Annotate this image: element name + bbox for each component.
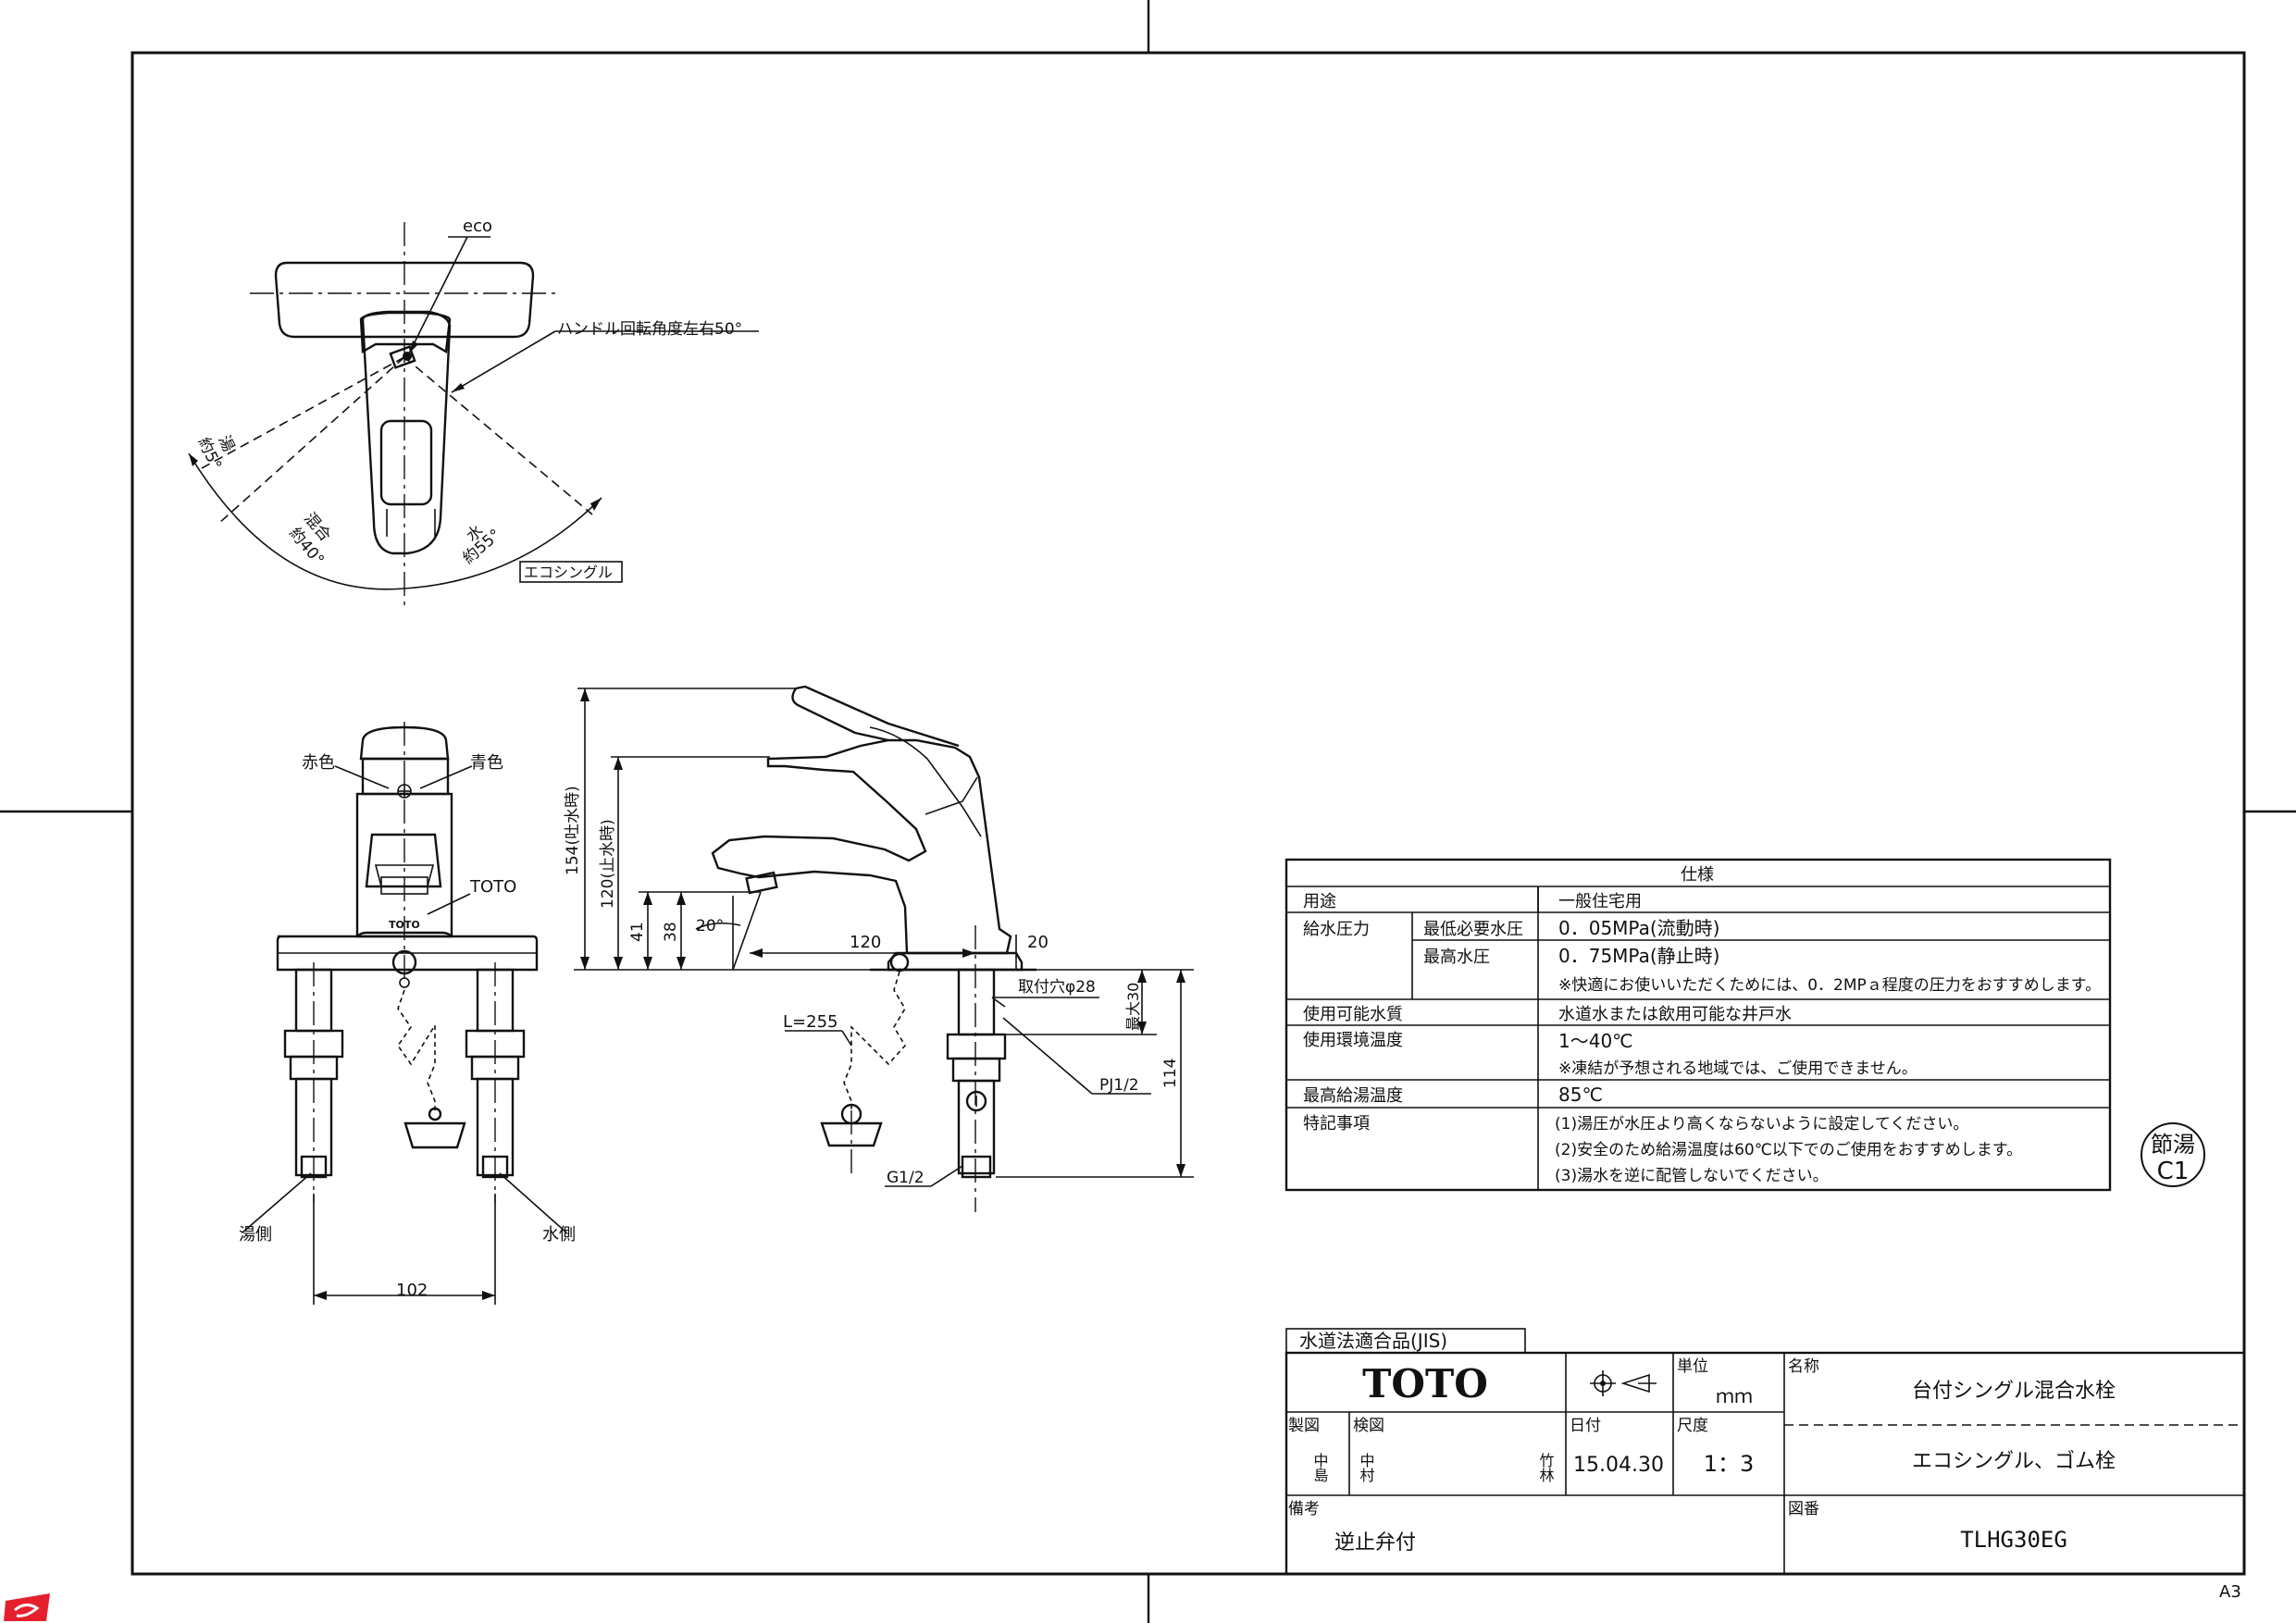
name-label: 名称 [1788,1357,1819,1376]
jis-label: 水道法適合品(JIS) [1299,1330,1447,1352]
dim-154: 154(吐水時) [564,786,582,875]
red-color-label: 赤色 [302,753,335,773]
scale-label: 尺度 [1677,1417,1708,1435]
title-logo: TOTO [1362,1361,1488,1406]
date-value: 15.04.30 [1573,1454,1664,1477]
front-view [242,722,567,1305]
date-label: 日付 [1570,1417,1601,1435]
title-block [1285,1328,2246,1576]
blue-color-label: 青色 [470,753,503,773]
remarks-value: 逆止弁付 [1334,1531,1416,1555]
water-saving-stamp [2141,1122,2205,1187]
cold-side-label: 水側 [542,1225,576,1245]
checked-value-1: 中村 [1358,1453,1375,1482]
dim-120-vertical: 120(止水時) [599,819,617,909]
dim-20: 20 [1027,933,1049,952]
spec-row-1-label: 給水圧力 [1303,920,1370,939]
chain-length-label: L=255 [783,1012,838,1032]
spec-row-6-note2: (3)湯水を逆に配管しないでください。 [1555,1167,1829,1185]
dim-114: 114 [1161,1059,1180,1088]
brand-mark-icon [4,1593,50,1621]
name-line1: 台付シングル混合水栓 [1912,1380,2116,1403]
max-30-label: 最大30 [1124,983,1142,1031]
checked-value-2: 竹林 [1537,1453,1555,1482]
spec-row-4-value: 1～40℃ [1558,1030,1633,1052]
front-logo: TOTO [389,919,420,931]
checked-label: 検図 [1353,1417,1384,1435]
scale-value: 1：3 [1704,1451,1755,1477]
side-view [574,685,1194,1212]
spec-row-1-sub: 最低必要水圧 [1423,920,1523,939]
dim-41: 41 [628,922,647,942]
hole-label: 取付穴φ28 [1018,978,1096,997]
paper-size: A3 [2219,1582,2241,1602]
drawing-no-value: TLHG30EG [1960,1527,2067,1553]
spec-row-0-label: 用途 [1303,892,1336,911]
spec-row-5-value: 85℃ [1558,1084,1603,1106]
dim-38: 38 [662,922,680,942]
spec-row-3-label: 使用可能水質 [1303,1005,1403,1024]
g-label: G1/2 [887,1169,925,1187]
rotation-label: ハンドル回転角度左右50° [557,320,742,339]
spec-row-2-sub: 最高水圧 [1423,948,1490,967]
spec-row-3-value: 水道水または飲用可能な井戸水 [1558,1005,1792,1024]
spec-row-1-value: 0．05MPa(流動時) [1558,917,1719,939]
spec-row-5-label: 最高給湯温度 [1303,1086,1403,1106]
stamp-line2: C1 [2157,1158,2190,1185]
spec-row-4-note: ※凍結が予想される地域では、ご使用できません。 [1558,1059,1917,1078]
hot-label: 湯 [214,433,237,455]
eco-label: eco [463,217,492,236]
spec-row-0-value: 一般住宅用 [1558,892,1642,911]
name-line2: エコシングル、ゴム栓 [1912,1450,2116,1473]
stamp-line1: 節湯 [2151,1132,2195,1158]
eco-single-label: エコシングル [524,564,613,581]
spec-row-6-note: (2)安全のため給湯温度は60℃以下でのご使用をおすすめします。 [1555,1140,2022,1159]
toto-label: TOTO [469,877,516,897]
top-view [188,222,759,611]
spec-title: 仕様 [1681,865,1714,885]
spec-row-6-label: 特記事項 [1303,1114,1370,1134]
spec-row-4-label: 使用環境温度 [1303,1031,1403,1050]
spec-row-2-note: ※快適にお使いいただくためには、0．2MPａ程度の圧力をおすすめします。 [1558,975,2101,995]
unit-value: ｍｍ [1716,1385,1753,1407]
spec-row-6-value: (1)湯圧が水圧より高くならないように設定してください。 [1555,1115,1968,1134]
pj-label: PJ1/2 [1099,1076,1139,1095]
hot-side-label: 湯側 [239,1225,272,1245]
dim-120-horizontal: 120 [850,933,881,952]
angle-20: 20° [696,917,724,935]
drawn-label: 製図 [1288,1417,1320,1435]
spec-table [1285,858,2112,1192]
drawing-no-label: 図番 [1788,1500,1819,1518]
drawn-value: 中島 [1311,1453,1329,1482]
unit-label: 単位 [1677,1357,1708,1376]
dim-102: 102 [396,1281,428,1300]
spec-row-2-value: 0．75MPa(静止時) [1558,945,1719,967]
remarks-label: 備考 [1288,1500,1320,1518]
